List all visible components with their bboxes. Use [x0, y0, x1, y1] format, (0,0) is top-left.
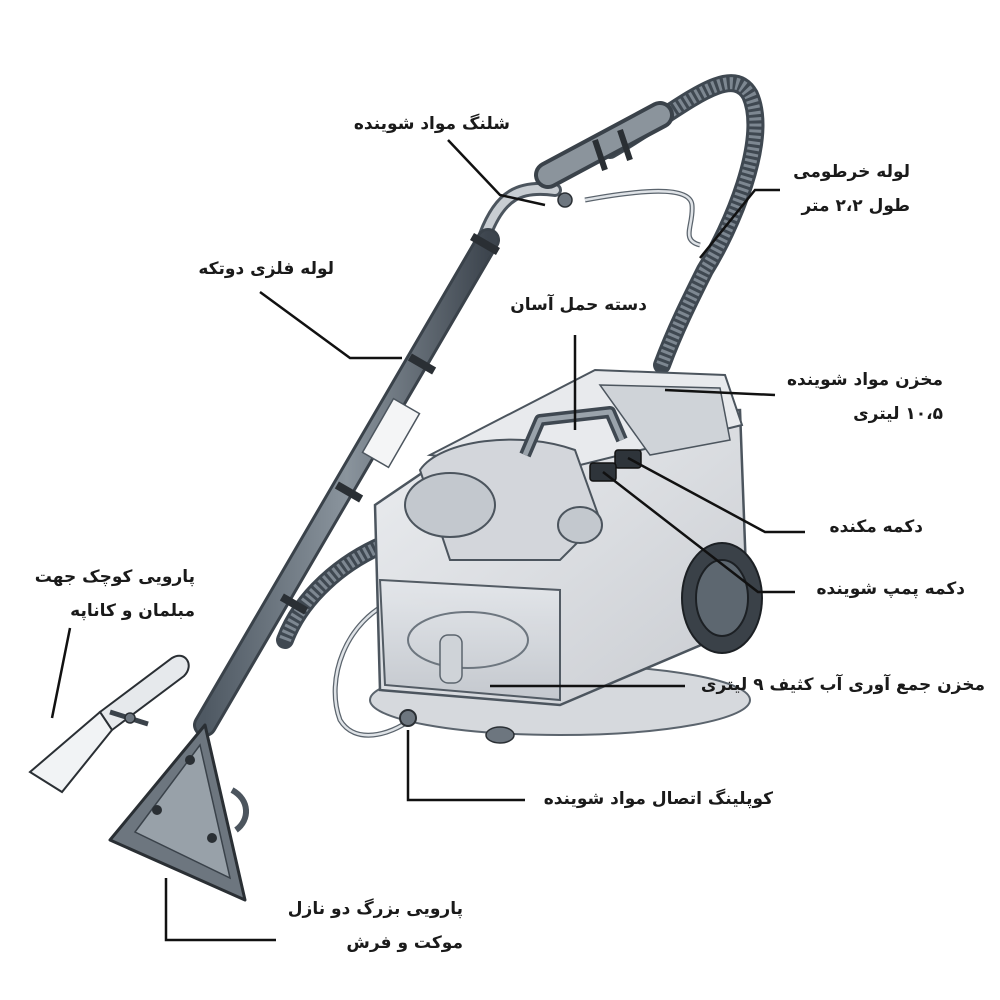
label-suction-button: دکمه مکنده — [829, 517, 923, 537]
handle-grip — [534, 101, 674, 208]
label-dirty-tank: مخزن جمع آوری آب کثیف ۹ لیتری — [700, 675, 985, 695]
machine-body — [369, 368, 751, 736]
leader-pump-button — [602, 471, 795, 594]
label-large-nozzle: پارویی بزرگ دو نازل موکت و فرش — [287, 899, 463, 953]
leader-metal-tube — [259, 290, 402, 360]
leader-flexible-hose — [699, 188, 780, 259]
label-carry-handle: دسته حمل آسان — [510, 295, 647, 315]
leader-coupling — [406, 730, 525, 802]
label-flexible-hose: لوله خرطومی طول ۲،۲ متر — [793, 162, 910, 216]
leader-small-nozzle — [50, 627, 72, 719]
leader-large-nozzle — [164, 878, 276, 942]
large-floor-nozzle — [108, 723, 249, 902]
label-pump-button: دکمه پمپ شوینده — [816, 579, 965, 599]
label-detergent-hose: شلنگ مواد شوینده — [353, 114, 510, 134]
label-coupling: کوپلینگ اتصال مواد شوینده — [543, 789, 773, 809]
metal-tube-wand — [193, 181, 562, 737]
detergent-tube — [332, 188, 701, 738]
small-upholstery-nozzle — [28, 654, 190, 794]
label-metal-tube: لوله فلزی دوتکه — [198, 259, 334, 279]
leader-detergent-hose — [447, 139, 546, 207]
coupling-connector — [399, 709, 417, 727]
leader-suction-button — [627, 456, 805, 534]
label-small-nozzle: پارویی کوچک جهت مبلمان و کاناپه — [34, 567, 195, 621]
wheel — [485, 542, 763, 744]
leader-lines — [50, 139, 805, 942]
leader-detergent-tank — [664, 388, 776, 397]
label-detergent-tank: مخزن مواد شوینده ۱۰،۵ لیتری — [787, 370, 943, 424]
